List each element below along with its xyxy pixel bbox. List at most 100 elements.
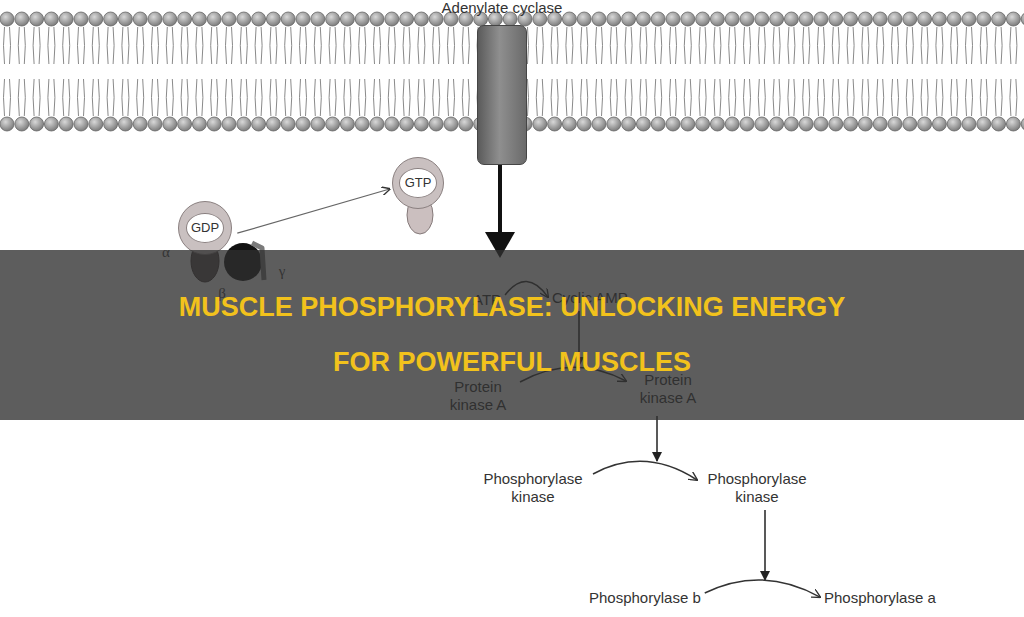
- lipid-tail: [196, 79, 197, 116]
- lipid-tail: [255, 27, 256, 64]
- lipid-head: [178, 12, 192, 26]
- lipid-tail: [418, 27, 419, 64]
- lipid-head: [858, 117, 872, 131]
- lipid-tail: [350, 27, 351, 64]
- lipid-tail: [98, 27, 99, 64]
- lipid-tail: [48, 27, 49, 64]
- lipid-tail: [359, 79, 360, 116]
- lipid-tail: [587, 27, 588, 64]
- lipid-tail: [69, 79, 70, 116]
- lipid-tail: [684, 27, 685, 64]
- lipid-head: [340, 117, 354, 131]
- enzyme-label: Phosphorylase kinase: [477, 470, 589, 506]
- lipid-head: [725, 12, 739, 26]
- lipid-tail: [439, 79, 440, 116]
- lipid-tail: [566, 27, 567, 64]
- lipid-head: [577, 117, 591, 131]
- lipid-head: [755, 12, 769, 26]
- lipid-tail: [646, 27, 647, 64]
- lipid-tail: [454, 27, 455, 64]
- lipid-tail: [862, 79, 863, 116]
- lipid-tail: [995, 27, 996, 64]
- node-text: Phosphorylase a: [824, 589, 936, 607]
- lipid-head: [30, 12, 44, 26]
- lipid-tail: [107, 27, 108, 64]
- title-text: MUSCLE PHOSPHORYLASE: UNLOCKING ENERGY F…: [162, 280, 862, 390]
- lipid-head: [222, 12, 236, 26]
- lipid-head: [740, 117, 754, 131]
- lipid-tail: [705, 27, 706, 64]
- lipid-head: [592, 12, 606, 26]
- lipid-head: [281, 12, 295, 26]
- lipid-tail: [448, 79, 449, 116]
- lipid-head: [918, 12, 932, 26]
- lipid-tail: [803, 27, 804, 64]
- lipid-tail: [980, 79, 981, 116]
- lipid-tail: [684, 79, 685, 116]
- lipid-tail: [1016, 79, 1017, 116]
- node-text: GTP: [399, 168, 437, 198]
- lipid-head: [252, 117, 266, 131]
- lipid-head: [770, 12, 784, 26]
- lipid-head: [977, 12, 991, 26]
- lipid-tail: [758, 27, 759, 64]
- lipid-head: [784, 117, 798, 131]
- node-text: Adenylate cyclase: [442, 0, 563, 17]
- lipid-tail: [602, 27, 603, 64]
- lipid-head: [710, 12, 724, 26]
- lipid-head: [696, 117, 710, 131]
- lipid-head: [873, 12, 887, 26]
- lipid-tail: [468, 79, 469, 116]
- lipid-tail: [374, 27, 375, 64]
- lipid-tail: [838, 79, 839, 116]
- lipid-tail: [24, 79, 25, 116]
- lipid-head: [992, 12, 1006, 26]
- lipid-tail: [966, 79, 967, 116]
- lipid-tail: [883, 79, 884, 116]
- lipid-tail: [196, 27, 197, 64]
- lipid-tail: [906, 79, 907, 116]
- lipid-head: [1006, 117, 1020, 131]
- lipid-tail: [285, 79, 286, 116]
- lipid-tail: [113, 79, 114, 116]
- lipid-head: [296, 12, 310, 26]
- lipid-tail: [18, 79, 19, 116]
- lipid-tail: [172, 27, 173, 64]
- lipid-tail: [107, 79, 108, 116]
- lipid-head: [192, 117, 206, 131]
- lipid-tail: [240, 79, 241, 116]
- lipid-tail: [572, 27, 573, 64]
- lipid-tail: [98, 79, 99, 116]
- lipid-tail: [788, 27, 789, 64]
- lipid-tail: [78, 27, 79, 64]
- lipid-tail: [655, 27, 656, 64]
- lipid-tail: [158, 27, 159, 64]
- lipid-tail: [127, 27, 129, 64]
- lipid-tail: [394, 79, 395, 116]
- lipid-tail: [137, 79, 138, 116]
- lipid-head: [311, 12, 325, 26]
- lipid-tail: [202, 79, 203, 116]
- lipid-tail: [779, 79, 780, 116]
- enzyme-cylinder: Adenylate cyclase: [477, 25, 527, 165]
- lipid-head: [370, 117, 384, 131]
- lipid-head: [577, 12, 591, 26]
- lipid-tail: [705, 79, 706, 116]
- lipid-tail: [335, 79, 336, 116]
- lipid-head: [696, 12, 710, 26]
- node-text: Phosphorylase b: [589, 589, 701, 607]
- lipid-tail: [912, 27, 913, 64]
- lipid-tail: [640, 27, 641, 64]
- lipid-head: [385, 117, 399, 131]
- lipid-tail: [291, 79, 292, 116]
- lipid-tail: [596, 27, 597, 64]
- lipid-tail: [995, 79, 996, 116]
- lipid-tail: [166, 27, 167, 64]
- lipid-head: [133, 117, 147, 131]
- lipid-tail: [966, 27, 967, 64]
- lipid-head: [163, 12, 177, 26]
- lipid-tail: [557, 27, 558, 64]
- lipid-tail: [868, 27, 869, 64]
- lipid-head: [873, 117, 887, 131]
